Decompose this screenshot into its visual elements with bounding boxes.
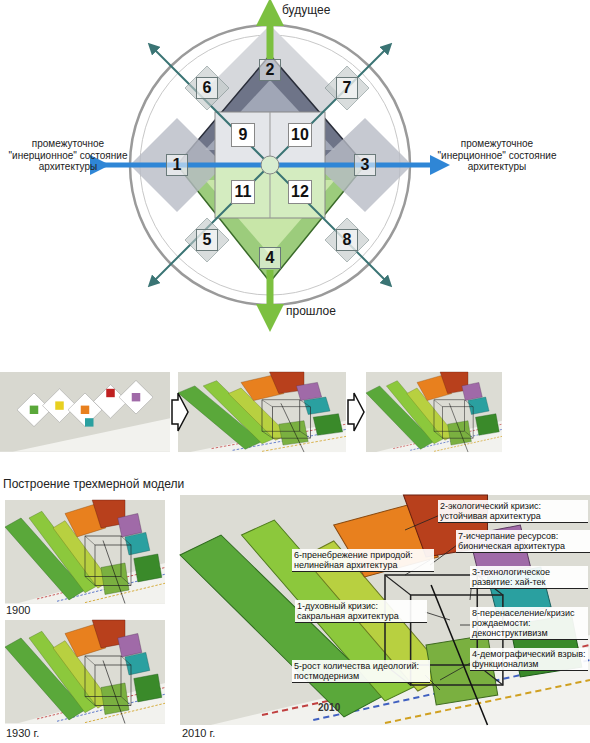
text-label: 2010 [318,702,358,714]
callout-box: 7-исчерпание ресурсов: бионическая архит… [456,530,590,553]
callout-text: 3-технологическое развитие: хай-тек [472,567,586,587]
callout-text: 8-перенаселение/кризис рождаемости: деко… [472,608,586,638]
callout-box: 5-рост количества идеологий: постмодерни… [292,660,430,683]
callout-box: 1-духовный кризис: сакральная архитектур… [295,600,427,623]
callout-text: 4-демографический взрыв: функционализм [472,649,586,669]
text-label: промежуточное "инерционное" состояние ар… [8,138,128,173]
sector-number-box: 6 [196,77,218,99]
sector-number: 3 [361,157,370,173]
text-label: 2010 г. [182,727,262,740]
callout-text: 1-духовный кризис: сакральная архитектур… [297,601,425,621]
sector-number: 5 [203,232,212,248]
callout-box: 6-пренебрежение природой: нелинейная арх… [292,549,434,572]
sector-number: 7 [343,80,352,96]
callout-text: 7-исчерпание ресурсов: бионическая архит… [458,531,588,551]
sector-number: 4 [266,250,275,266]
sector-number-box: 11 [231,180,255,204]
sector-number-box: 10 [288,123,312,147]
sector-number: 10 [291,127,309,143]
sector-number-box: 9 [231,123,255,147]
sector-number: 8 [343,232,352,248]
callout-box: 4-демографический взрыв: функционализм [470,648,588,671]
sector-number-box: 8 [336,229,358,251]
sector-number-box: 2 [259,59,281,81]
sector-number-box: 12 [288,180,312,204]
sector-number: 12 [291,184,309,200]
text-label: 1930 г. [6,727,86,740]
text-label: промежуточное "инерционное" состояние ар… [432,138,562,173]
text-label: 1900 [6,604,86,617]
sector-number-box: 4 [259,247,281,269]
sector-number-box: 3 [354,154,376,176]
text-label: будущее [282,4,372,18]
callout-box: 2-экологический кризис: устойчивая архит… [438,500,588,523]
sector-number-box: 5 [196,229,218,251]
sector-number: 2 [266,62,275,78]
sector-number: 11 [235,184,252,200]
callout-box: 8-перенаселение/кризис рождаемости: деко… [470,607,588,640]
text-label: прошлое [286,305,376,319]
callout-text: 6-пренебрежение природой: нелинейная арх… [294,550,432,570]
sector-number-box: 7 [336,77,358,99]
callout-text: 2-экологический кризис: устойчивая архит… [440,501,586,521]
sector-number: 6 [203,80,212,96]
text-label: Построение трехмерной модели [3,478,243,492]
callout-text: 5-рост количества идеологий: постмодерни… [294,661,428,681]
callout-box: 3-технологическое развитие: хай-тек [470,566,588,589]
sector-number-box: 1 [166,154,188,176]
sector-number: 9 [239,127,248,143]
sector-number: 1 [173,157,182,173]
